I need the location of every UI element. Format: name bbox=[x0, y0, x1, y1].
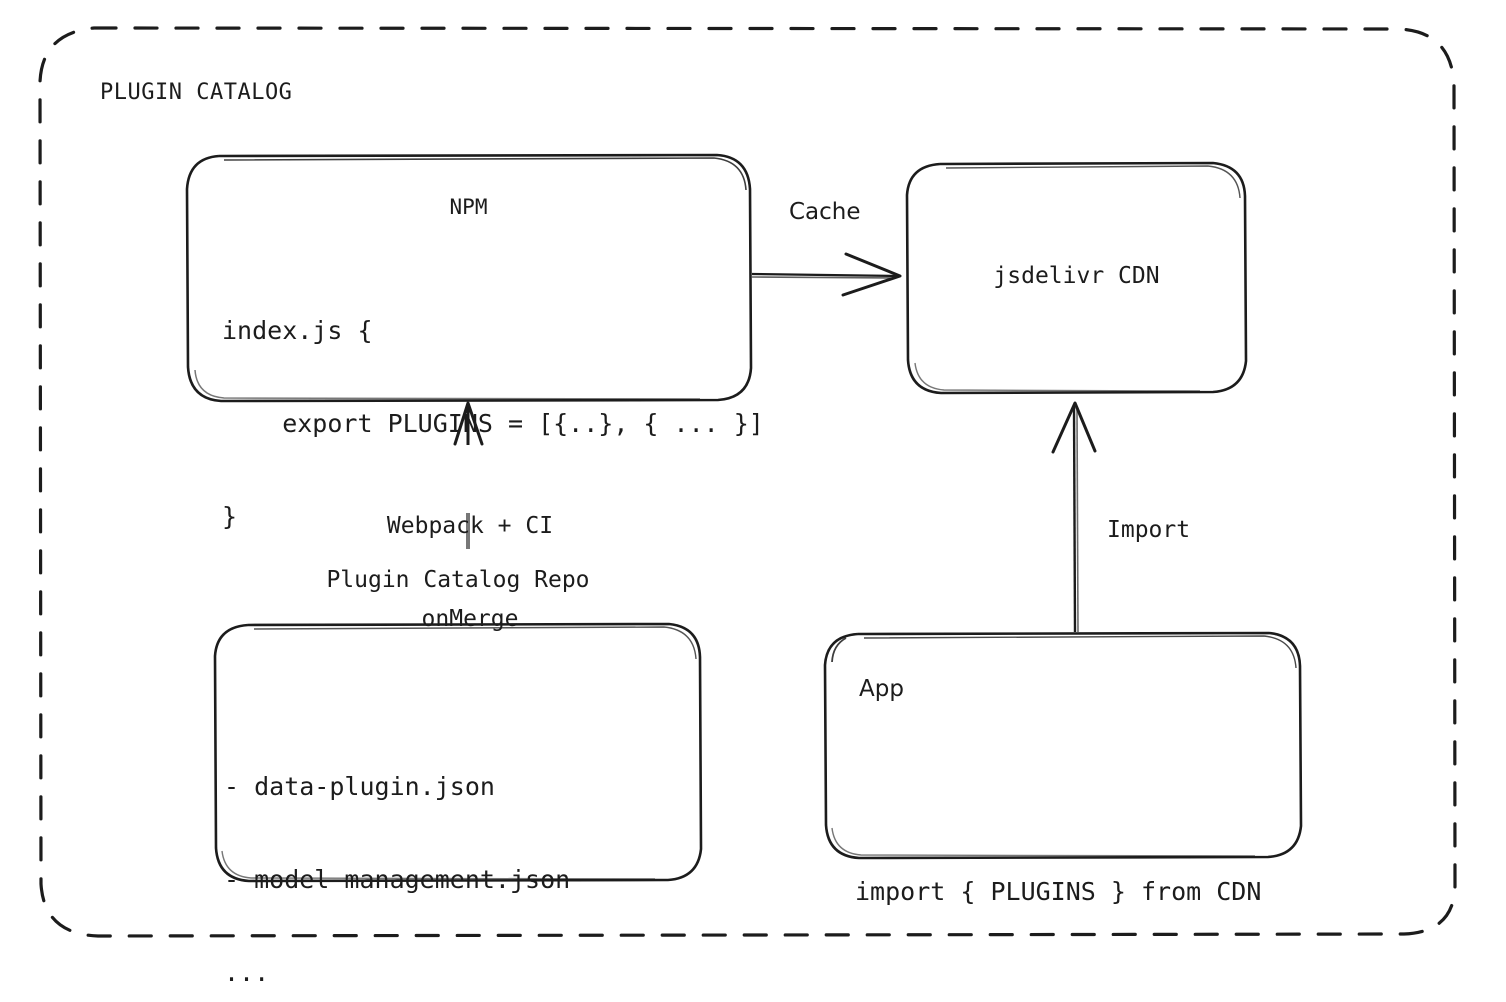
npm-node-code: index.js { export PLUGINS = [{..}, { ...… bbox=[222, 253, 764, 594]
repo-node-title: Plugin Catalog Repo bbox=[326, 567, 590, 593]
region-title: PLUGIN CATALOG bbox=[100, 80, 293, 105]
npm-node-title: NPM bbox=[449, 195, 488, 219]
cdn-node-shape bbox=[905, 161, 1248, 395]
repo-file-line-2: - model-management.json bbox=[224, 865, 571, 894]
build-edge-label-line-2: onMerge bbox=[421, 606, 519, 632]
import-arrow bbox=[1051, 401, 1097, 633]
build-edge-label: Webpack + CI onMerge bbox=[330, 449, 610, 697]
app-node-title: App bbox=[859, 676, 904, 702]
app-code-line-1: import { PLUGINS } from CDN bbox=[855, 877, 1262, 906]
app-node-shape bbox=[823, 631, 1303, 860]
npm-code-line-2: export PLUGINS = [{..}, { ... }] bbox=[222, 409, 764, 438]
repo-node-shape bbox=[213, 622, 703, 883]
cache-arrow bbox=[751, 252, 902, 297]
repo-file-line-3: ... bbox=[224, 958, 270, 987]
repo-node-file-list: - data-plugin.json - model-management.js… bbox=[224, 709, 570, 1002]
cdn-node-title: jsdelivr CDN bbox=[993, 263, 1160, 289]
npm-code-line-3: } bbox=[222, 502, 238, 531]
repo-file-line-1: - data-plugin.json bbox=[224, 772, 495, 801]
cache-edge-label: Cache bbox=[789, 199, 861, 225]
import-edge-label: Import bbox=[1107, 517, 1191, 543]
app-node-code: import { PLUGINS } from CDN PLUGINS.forE… bbox=[855, 737, 1261, 1002]
build-arrow bbox=[453, 401, 484, 549]
build-edge-label-line-1: Webpack + CI bbox=[386, 513, 554, 539]
npm-code-line-1: index.js { bbox=[222, 316, 373, 345]
npm-node-shape bbox=[185, 153, 753, 403]
plugin-catalog-region-border bbox=[38, 26, 1457, 938]
